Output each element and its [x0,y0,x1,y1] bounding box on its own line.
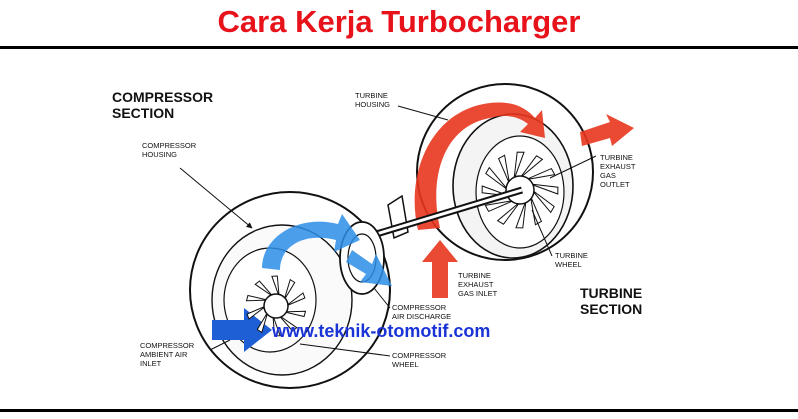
website-watermark: www.teknik-otomotif.com [271,321,490,341]
compressed-air-flow [262,214,360,270]
exhaust-outlet-arrow [580,114,634,146]
page-title: Cara Kerja Turbocharger [217,4,581,39]
wheel-blade [515,200,527,229]
turbine-wheel-label: TURBINE WHEEL [555,251,590,269]
ambient-air-inlet-arrow [212,308,272,352]
wheel-blade [513,151,525,180]
wheel-blade [525,167,556,181]
wheel-blade [245,294,269,302]
wheel-blade [519,155,544,179]
wheel-blade [496,201,521,225]
wheel-blade [530,183,559,195]
wheel-blade [271,275,280,297]
turbine-wheel-shape [481,151,559,229]
compressor-air-discharge-label: COMPRESSOR AIR DISCHARGE [392,303,451,321]
air-discharge-arrow [346,250,392,286]
wheel-blade [531,189,555,214]
wheel-blade [272,315,281,337]
compressor-wheel-label: COMPRESSOR WHEEL [392,351,448,369]
turbine-section-label: TURBINE SECTION [580,285,646,317]
exhaust-hot-flow [414,102,545,230]
bottom-divider [0,409,798,412]
turbine-exhaust-gas-inlet-label: TURBINE EXHAUST GAS INLET [458,271,498,298]
compressor-housing-label: COMPRESSOR HOUSING [142,141,198,159]
wheel-blade [278,315,298,332]
compressor-ambient-air-inlet-label: COMPRESSOR AMBIENT AIR INLET [140,341,196,368]
wheel-blade [283,278,296,301]
compressor-wheel-shape [245,275,307,337]
leader-lines [179,105,597,357]
wheel-blade [484,199,515,213]
wheel-blade [497,154,511,185]
wheel-blade [283,310,307,318]
exhaust-inlet-arrow [422,240,458,298]
wheel-blade [256,311,269,334]
compressor-section-label: COMPRESSOR SECTION [112,89,217,121]
turbine-housing-label: TURBINE HOUSING [355,91,390,109]
wheel-blade [254,280,274,297]
wheel-blade [285,292,306,307]
turbine-exhaust-gas-outlet-label: TURBINE EXHAUST GAS OUTLET [600,153,637,189]
top-divider [0,46,798,49]
wheel-blade [246,305,267,320]
wheel-blade [529,195,543,226]
wheel-blade [485,166,509,191]
